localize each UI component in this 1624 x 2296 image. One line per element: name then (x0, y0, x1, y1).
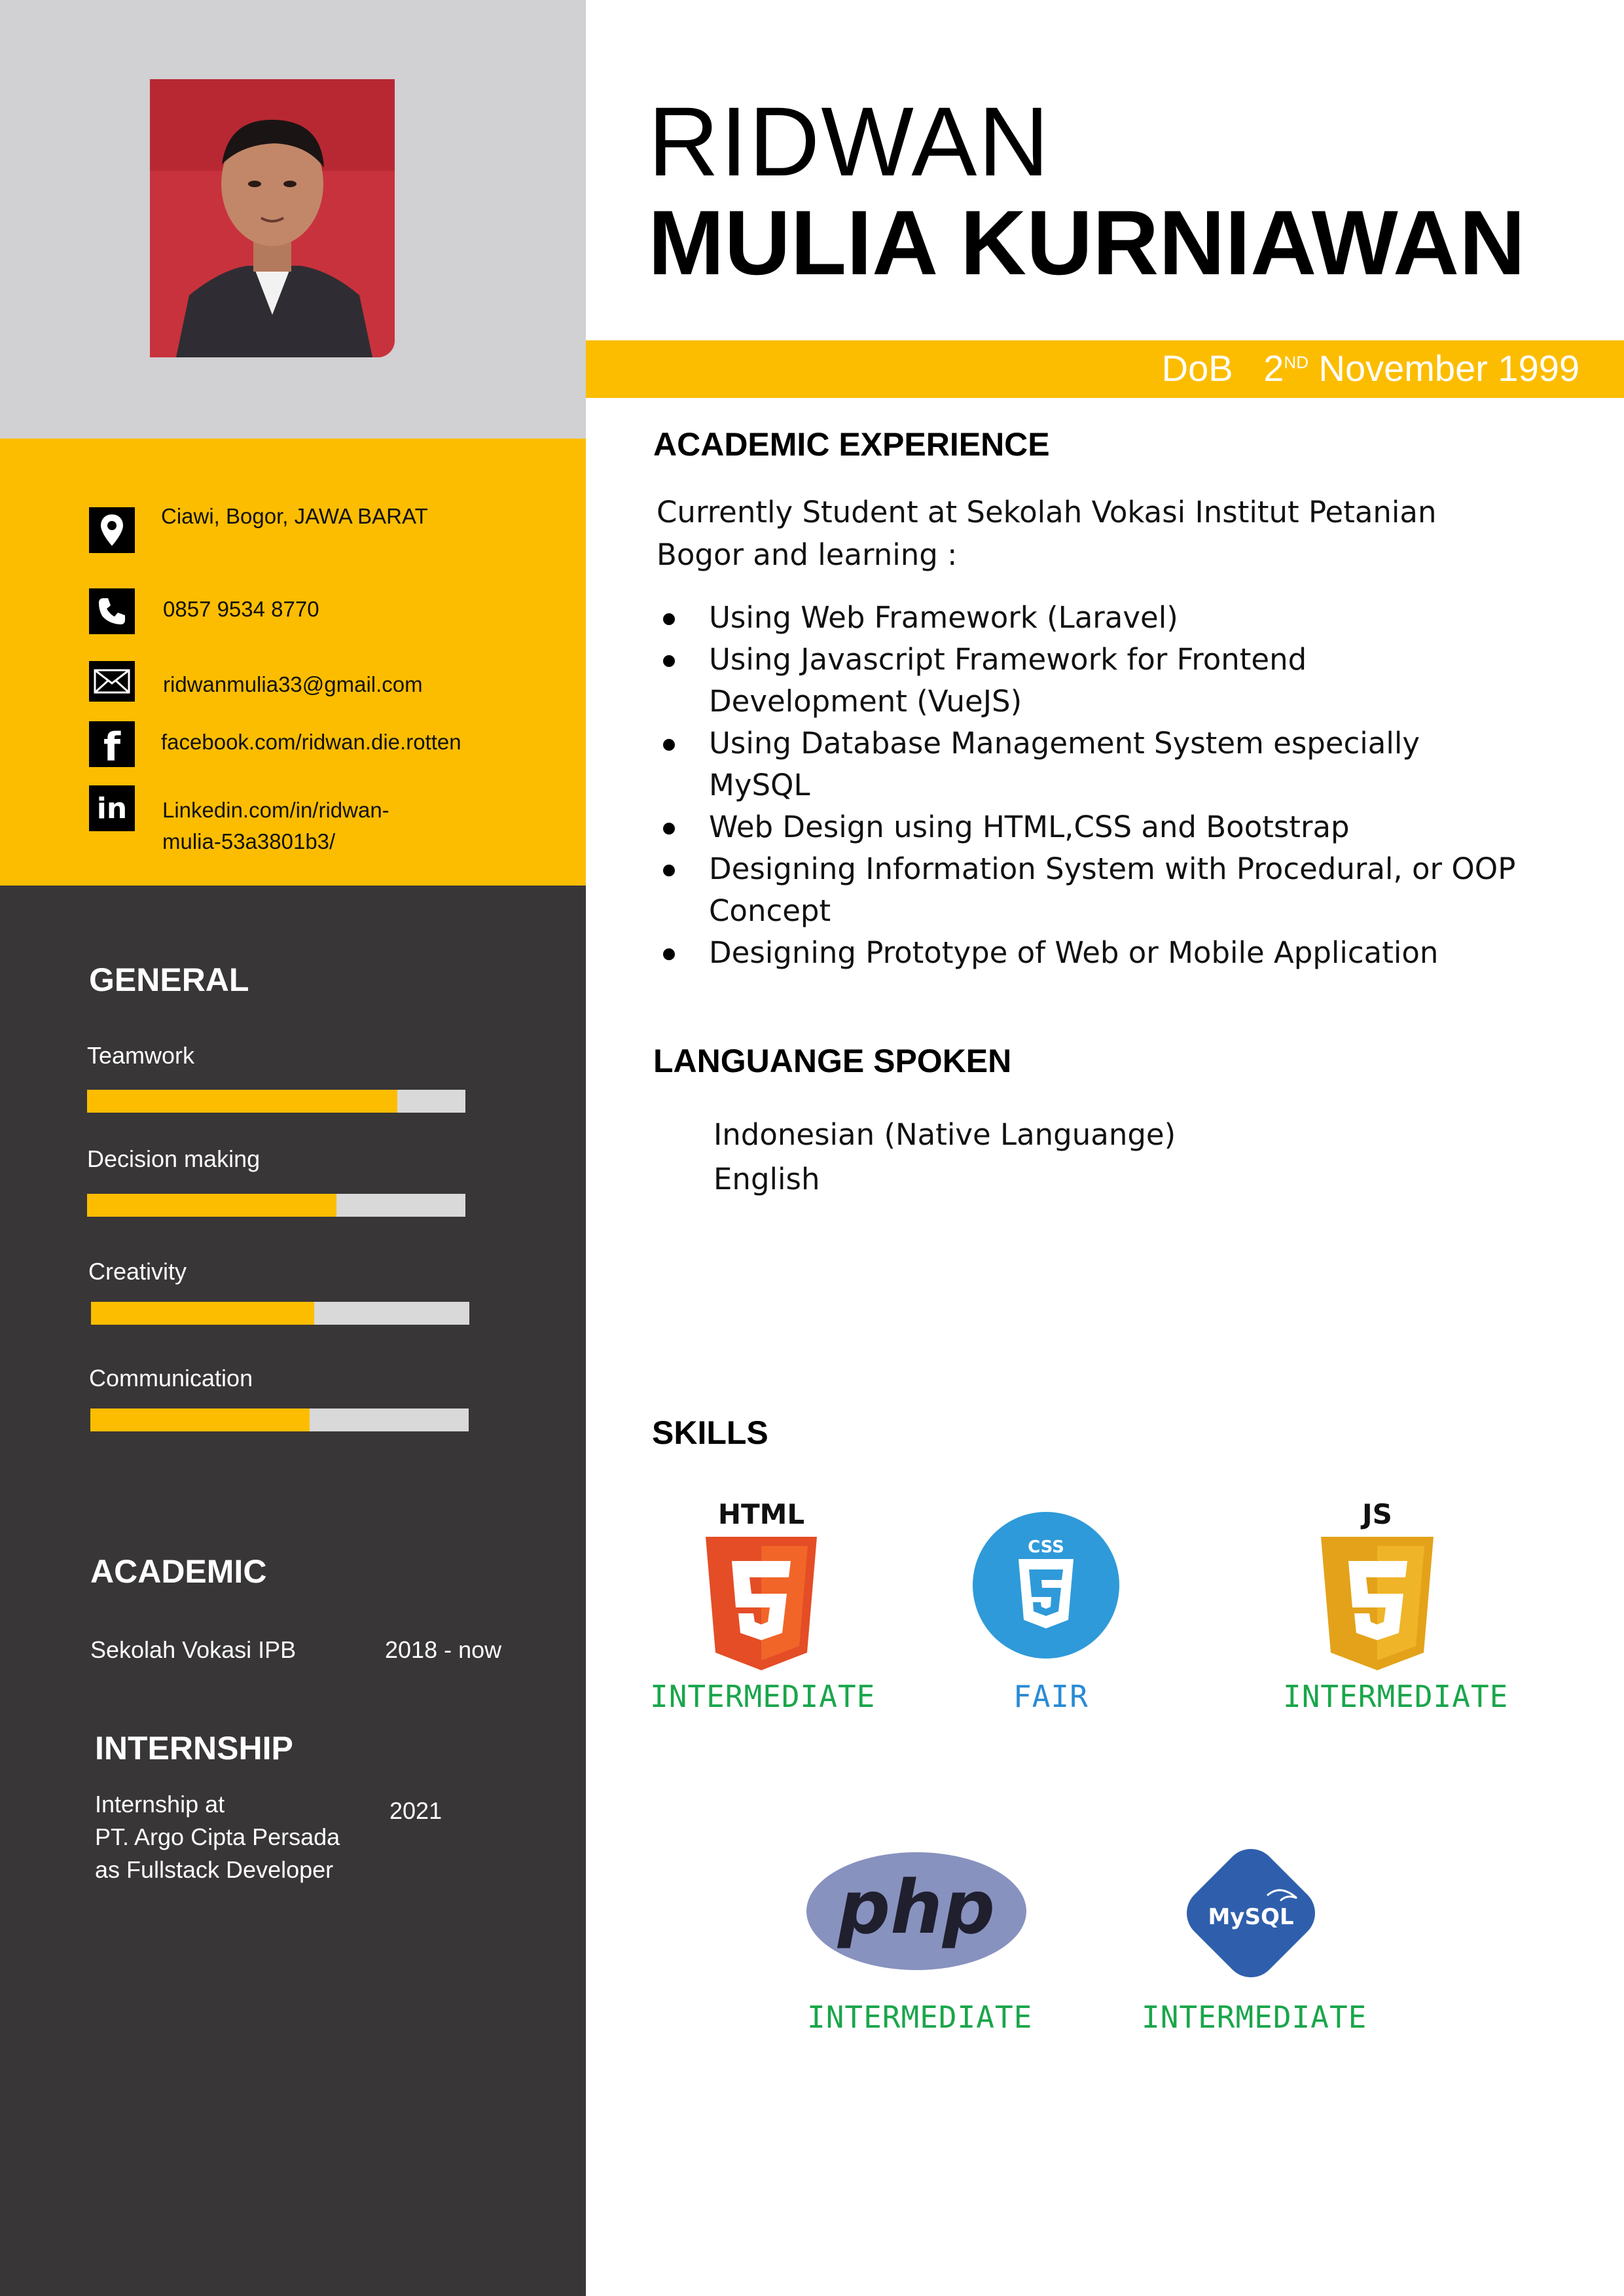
intro-line1: Currently Student at Sekolah Vokasi Inst… (657, 495, 1437, 529)
skill-label-creativity: Creativity (88, 1258, 187, 1285)
academic-school: Sekolah Vokasi IPB (90, 1636, 297, 1663)
skill-bar-communication (90, 1408, 469, 1431)
dob-rest: November 1999 (1318, 348, 1579, 389)
skill-bar-fill-communication (90, 1408, 310, 1431)
general-heading: GENERAL (89, 961, 249, 998)
svg-text:php: php (837, 1865, 995, 1950)
name-first: RIDWAN (648, 86, 1051, 196)
skill-bar-decision-making (87, 1194, 465, 1217)
skill-bar-creativity (91, 1302, 469, 1325)
contact-facebook[interactable]: facebook.com/ridwan.die.rotten (161, 730, 461, 754)
mysql-logo-icon: MySQL (1176, 1838, 1326, 1992)
js-logo-icon: JS (1314, 1498, 1440, 1676)
php-logo-icon: php (805, 1851, 1028, 1975)
skill-bar-teamwork (87, 1090, 465, 1113)
dob-text: DoB 2ND November 1999 (1162, 347, 1579, 389)
dob-day: 2 (1263, 348, 1284, 389)
list-item: Indonesian (Native Languange) (713, 1117, 1176, 1152)
svg-text:CSS: CSS (1028, 1537, 1064, 1557)
list-item: Using Web Framework (Laravel) (657, 597, 1586, 639)
contact-linkedin-line2: mulia-53a3801b3/ (162, 829, 336, 853)
intro-line2: Bogor and learning : (657, 537, 958, 572)
skill-level-css: FAIR (1013, 1679, 1089, 1714)
skills-heading: SKILLS (652, 1414, 768, 1451)
languages-list: Indonesian (Native Languange) English (661, 1113, 1512, 1202)
internship-line3: as Fullstack Developer (95, 1856, 334, 1883)
facebook-icon: f (89, 721, 135, 770)
profile-photo (150, 79, 395, 357)
name-rest: MULIA KURNIAWAN (648, 191, 1526, 294)
list-item: Using Database Management System especia… (657, 723, 1586, 806)
skill-level-js: INTERMEDIATE (1283, 1679, 1509, 1714)
contact-linkedin[interactable]: Linkedin.com/in/ridwan- mulia-53a3801b3/ (162, 795, 389, 857)
internship-line2: PT. Argo Cipta Persada (95, 1823, 340, 1850)
academic-experience-list: Using Web Framework (Laravel) Using Java… (657, 597, 1586, 974)
dob-label: DoB (1161, 348, 1233, 389)
contact-phone: 0857 9534 8770 (163, 597, 319, 621)
list-item: Designing Information System with Proced… (657, 848, 1586, 932)
skill-level-mysql: INTERMEDIATE (1142, 2000, 1367, 2035)
svg-text:JS: JS (1360, 1499, 1392, 1530)
skill-bar-fill-decision-making (87, 1194, 337, 1217)
linkedin-icon: in (89, 785, 135, 831)
list-item: English (713, 1162, 820, 1196)
svg-text:HTML: HTML (718, 1499, 804, 1530)
contact-email[interactable]: ridwanmulia33@gmail.com (163, 672, 423, 696)
list-item: Web Design using HTML,CSS and Bootstrap (657, 806, 1586, 848)
contact-linkedin-line1: Linkedin.com/in/ridwan- (162, 798, 389, 822)
location-pin-icon (89, 507, 135, 553)
svg-text:MySQL: MySQL (1208, 1904, 1293, 1930)
skill-level-html: INTERMEDIATE (650, 1679, 876, 1714)
skill-level-php: INTERMEDIATE (807, 2000, 1033, 2035)
academic-heading: ACADEMIC (90, 1553, 267, 1590)
skill-label-communication: Communication (89, 1365, 253, 1391)
internship-heading: INTERNSHIP (95, 1730, 293, 1767)
dob-bar: DoB 2ND November 1999 (586, 340, 1624, 398)
contact-address: Ciawi, Bogor, JAWA BARAT (161, 504, 428, 528)
envelope-icon (89, 661, 135, 702)
dob-suffix: ND (1284, 352, 1308, 372)
html5-logo-icon: HTML (699, 1498, 823, 1676)
internship-year: 2021 (389, 1797, 442, 1824)
sidebar-dark-panel (0, 886, 586, 2296)
languages-heading: LANGUANGE SPOKEN (653, 1043, 1012, 1079)
internship-line1: Internship at (95, 1791, 225, 1818)
skill-label-teamwork: Teamwork (87, 1042, 195, 1069)
skill-label-decision-making: Decision making (87, 1145, 261, 1172)
academic-experience-intro: Currently Student at Sekolah Vokasi Inst… (657, 491, 1437, 576)
internship-description: Internship at PT. Argo Cipta Persada as … (95, 1788, 340, 1886)
list-item: Designing Prototype of Web or Mobile App… (657, 932, 1586, 974)
academic-period: 2018 - now (385, 1636, 502, 1663)
css3-logo-icon: CSS (973, 1512, 1120, 1662)
skill-bar-fill-creativity (91, 1302, 315, 1325)
academic-experience-heading: ACADEMIC EXPERIENCE (653, 426, 1050, 463)
skill-bar-fill-teamwork (87, 1090, 397, 1113)
phone-icon (89, 588, 135, 634)
